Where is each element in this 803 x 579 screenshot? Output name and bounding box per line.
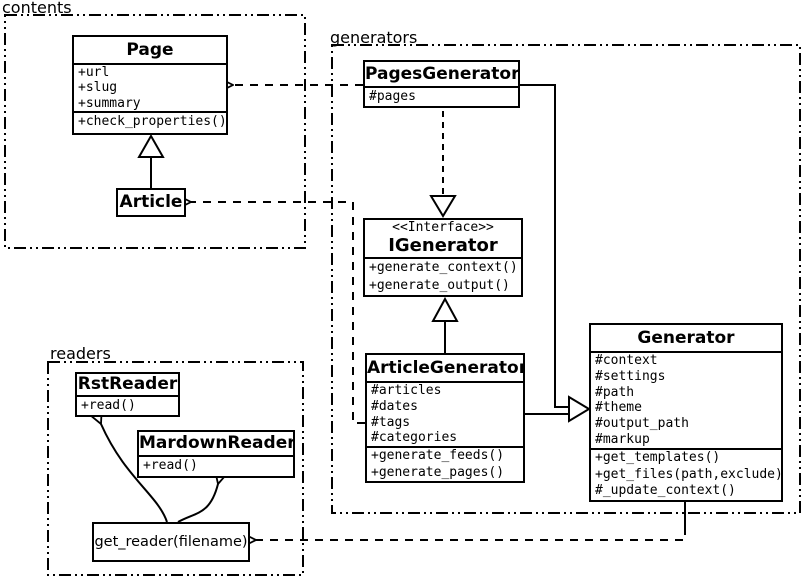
attr-row: #articles — [371, 383, 442, 398]
pagesgenerator-to-igenerator-realization-triangle-icon — [429, 195, 457, 218]
articlegenerator-methods: +generate_feeds() +generate_pages() — [367, 446, 523, 481]
readers-package-border — [47, 361, 304, 576]
igenerator-stereotype: <<Interface>> — [392, 220, 494, 235]
page-attributes: +url +slug +summary — [74, 65, 226, 111]
getreader-to-mardownreader-arrow — [177, 484, 218, 523]
page-class: Page +url +slug +summary +check_properti… — [72, 35, 228, 135]
generators-package-label: generators — [330, 28, 418, 47]
readers-package-label: readers — [50, 344, 111, 363]
generator-generalization-triangle-icon — [568, 395, 591, 423]
method-row: +generate_output() — [369, 278, 510, 293]
method-row: +read() — [143, 458, 198, 473]
contents-package-label: contents — [2, 0, 72, 17]
method-row: +check_properties() — [78, 114, 226, 129]
article-class-name: Article — [119, 192, 183, 212]
attr-row: #settings — [595, 368, 666, 384]
pagesgenerator-attributes: #pages — [365, 88, 518, 106]
contents-package-border — [4, 14, 306, 249]
mardownreader-class: MardownReader +read() — [137, 430, 295, 478]
generator-attributes: #context #settings #path #theme #output_… — [591, 353, 781, 448]
method-row: +read() — [81, 398, 136, 413]
attr-row: #pages — [369, 89, 416, 104]
attr-row: #theme — [595, 400, 642, 416]
rstreader-class: RstReader +read() — [75, 372, 180, 417]
page-class-name: Page — [74, 37, 226, 65]
articlegenerator-to-igenerator-generalization-triangle-icon — [431, 296, 459, 322]
generator-to-getreader-dependency-arrow — [256, 527, 686, 540]
attr-row: #categories — [371, 430, 458, 446]
getreader-node: get_reader(filename) — [92, 522, 250, 562]
igenerator-methods: +generate_context() +generate_output() — [365, 259, 521, 295]
igenerator-title: <<Interface>> IGenerator — [365, 220, 521, 259]
rstreader-class-name: RstReader — [77, 374, 178, 397]
method-row: +get_files(path,exclude) — [595, 466, 781, 482]
rstreader-methods: +read() — [77, 397, 178, 415]
method-row: +generate_context() — [369, 260, 518, 275]
attr-row: #context — [595, 353, 658, 368]
generator-class-name: Generator — [591, 325, 781, 353]
igenerator-interface: <<Interface>> IGenerator +generate_conte… — [363, 218, 523, 297]
mardownreader-class-name: MardownReader — [139, 432, 293, 457]
method-row: #_update_context() — [595, 483, 736, 499]
mardownreader-methods: +read() — [139, 457, 293, 476]
method-row: +generate_feeds() — [371, 448, 505, 463]
getreader-to-rstreader-arrow — [101, 424, 168, 523]
pagesgenerator-class-name: PagesGenerator — [365, 62, 518, 88]
articlegenerator-to-article-dependency-arrow — [191, 202, 365, 424]
attr-row: #path — [595, 384, 635, 400]
articlegenerator-class-name: ArticleGenerator — [367, 355, 523, 383]
attr-row: #dates — [371, 398, 418, 414]
generator-class: Generator #context #settings #path #them… — [589, 323, 783, 502]
articlegenerator-class: ArticleGenerator #articles #dates #tags … — [365, 353, 525, 483]
attr-row: #output_path — [595, 416, 689, 432]
generators-package-border — [331, 44, 801, 514]
attr-row: +summary — [78, 95, 141, 111]
method-row: +generate_pages() — [371, 464, 505, 480]
attr-row: +slug — [78, 80, 118, 96]
pagesgenerator-class: PagesGenerator #pages — [363, 60, 520, 108]
attr-row: #tags — [371, 414, 411, 430]
page-methods: +check_properties() — [74, 111, 226, 133]
method-row: +get_templates() — [595, 450, 721, 465]
getreader-label: get_reader(filename) — [94, 534, 248, 550]
generator-methods: +get_templates() +get_files(path,exclude… — [591, 448, 781, 500]
pagesgenerator-to-generator-generalization-line — [520, 84, 569, 408]
article-to-page-generalization-triangle-icon — [137, 133, 165, 158]
attr-row: +url — [78, 65, 110, 80]
article-class: Article — [116, 188, 186, 217]
igenerator-class-name: IGenerator — [388, 235, 498, 256]
articlegenerator-attributes: #articles #dates #tags #categories — [367, 383, 523, 446]
attr-row: #markup — [595, 431, 650, 447]
